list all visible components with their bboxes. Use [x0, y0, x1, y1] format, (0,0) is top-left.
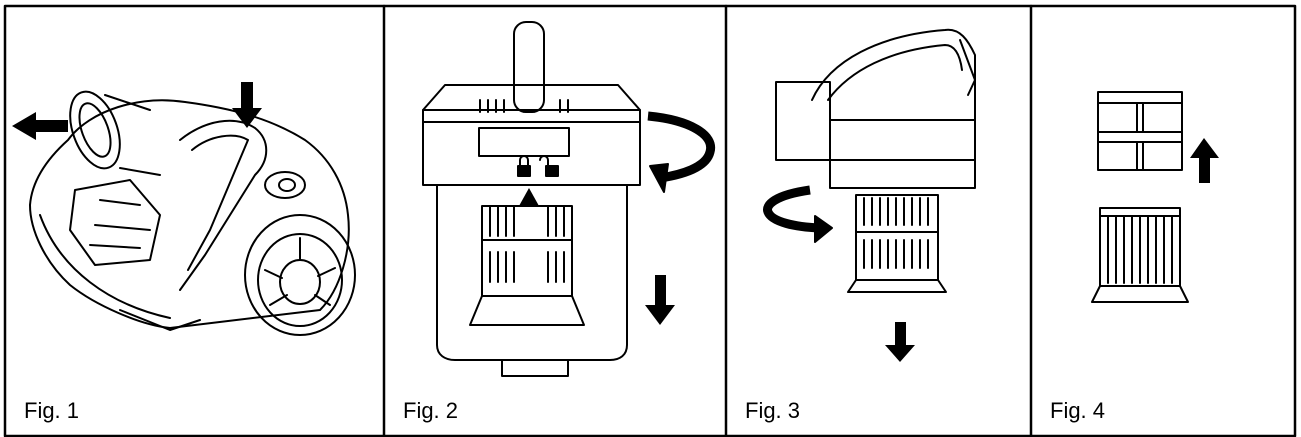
dust-container-unlock-icon — [422, 21, 716, 377]
rotate-arrow-icon — [647, 111, 716, 183]
vacuum-cleaner-icon — [12, 82, 356, 336]
figure-caption-2: Fig. 2 — [403, 398, 459, 423]
lock-icon — [517, 165, 531, 177]
figure-caption-3: Fig. 3 — [745, 398, 801, 423]
panel-frame — [3, 4, 1297, 437]
unlock-icon — [545, 165, 559, 177]
figure-caption-4: Fig. 4 — [1050, 398, 1106, 423]
arrow-up-icon — [1190, 138, 1219, 183]
arrow-down-icon — [645, 275, 675, 325]
figure-caption-1: Fig. 1 — [24, 398, 80, 423]
filter-separation-icon — [1091, 91, 1219, 303]
rotate-arrow-icon — [763, 185, 821, 233]
filter-removal-icon — [763, 28, 976, 362]
arrow-left-icon — [12, 112, 68, 140]
arrow-down-icon — [885, 322, 915, 362]
